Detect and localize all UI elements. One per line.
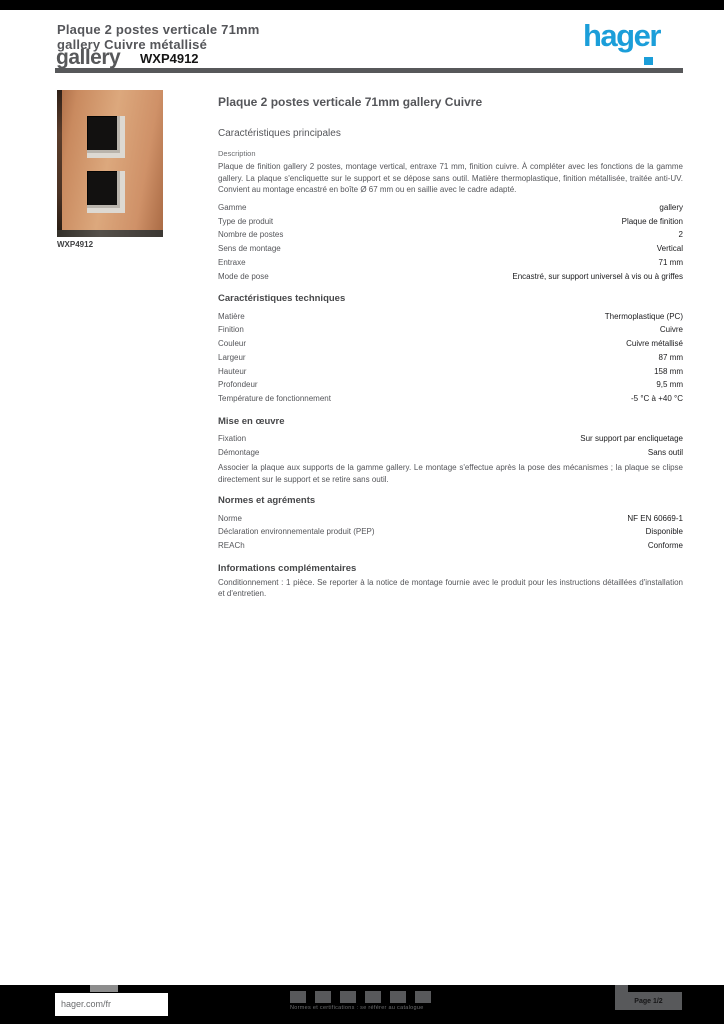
- spec-value: Encastré, sur support universel à vis ou…: [512, 271, 683, 281]
- spec-label: Entraxe: [218, 258, 246, 268]
- spec-row: Fixation Sur support par encliquetage: [218, 432, 683, 446]
- certification-logo: [365, 991, 381, 1003]
- product-image-caption: WXP4912: [57, 240, 94, 249]
- spec-label: Démontage: [218, 447, 260, 457]
- spec-label: Largeur: [218, 352, 246, 362]
- spec-row: Déclaration environnementale produit (PE…: [218, 525, 683, 539]
- spec-value: Sans outil: [647, 447, 683, 457]
- description-label: Description: [218, 149, 256, 158]
- spec-heading: Plaque 2 postes verticale 71mm gallery C…: [218, 95, 483, 109]
- footer-bar: hager.com/fr Normes et certifications : …: [0, 985, 724, 1024]
- spec-row: Démontage Sans outil: [218, 445, 683, 459]
- spec-value: 158 mm: [654, 366, 683, 376]
- spec-label: Norme: [218, 513, 243, 523]
- website-link-box[interactable]: hager.com/fr: [55, 993, 168, 1016]
- spec-value: 2: [678, 230, 683, 240]
- section-heading-installation: Mise en œuvre: [218, 415, 285, 427]
- spec-row: Gamme gallery: [218, 201, 683, 215]
- additional-note: Conditionnement : 1 pièce. Se reporter à…: [218, 577, 683, 599]
- spec-row: REACh Conforme: [218, 539, 683, 553]
- spec-row: Nombre de postes 2: [218, 228, 683, 242]
- certification-logo: [340, 991, 356, 1003]
- spec-label: Finition: [218, 325, 244, 335]
- spec-value: Disponible: [645, 527, 683, 537]
- spec-subheading: Caractéristiques principales: [218, 128, 341, 139]
- hager-logo: hager: [583, 18, 661, 53]
- spec-section-general: Gamme gallery Type de produit Plaque de fi…: [218, 201, 683, 284]
- spec-row: Sens de montage Vertical: [218, 242, 683, 256]
- description-paragraph: Plaque de finition gallery 2 postes, mon…: [218, 162, 683, 194]
- spec-label: Mode de pose: [218, 271, 269, 281]
- spec-label: Couleur: [218, 339, 247, 349]
- spec-value: Plaque de finition: [621, 216, 683, 226]
- spec-label: Type de produit: [218, 216, 274, 226]
- spec-label: Profondeur: [218, 380, 258, 390]
- spec-section-installation: Fixation Sur support par encliquetage Dém…: [218, 432, 683, 460]
- plate-bottom-edge: [57, 230, 163, 237]
- spec-row: Finition Cuivre: [218, 323, 683, 337]
- product-title-line1: Plaque 2 postes verticale 71mm: [57, 22, 260, 37]
- section-heading-technical: Caractéristiques techniques: [218, 293, 346, 305]
- certification-logo: [290, 991, 306, 1003]
- spec-row: Entraxe 71 mm: [218, 256, 683, 270]
- spec-value: Cuivre: [659, 325, 683, 335]
- spec-value: 71 mm: [658, 258, 683, 268]
- certification-logos: [290, 991, 510, 1003]
- page-info-tab: [615, 985, 628, 992]
- spec-value: Thermoplastique (PC): [604, 311, 683, 321]
- spec-row: Norme NF EN 60669-1: [218, 511, 683, 525]
- spec-row: Profondeur 9,5 mm: [218, 378, 683, 392]
- spec-row: Type de produit Plaque de finition: [218, 214, 683, 228]
- spec-label: Déclaration environnementale produit (PE…: [218, 527, 375, 537]
- spec-row: Couleur Cuivre métallisé: [218, 337, 683, 351]
- spec-row: Matière Thermoplastique (PC): [218, 309, 683, 323]
- spec-label: Fixation: [218, 434, 247, 444]
- spec-row: Largeur 87 mm: [218, 351, 683, 365]
- spec-value: 87 mm: [658, 352, 683, 362]
- certification-caption: Normes et certifications : se référer au…: [290, 1005, 424, 1011]
- product-title-line2: gallery Cuivre métallisé: [57, 37, 208, 52]
- certification-logo: [315, 991, 331, 1003]
- spec-value: Vertical: [656, 244, 683, 254]
- section-heading-additional: Informations complémentaires: [218, 562, 357, 574]
- plate-left-edge: [57, 90, 62, 237]
- spec-value: Sur support par encliquetage: [580, 434, 683, 444]
- spec-label: REACh: [218, 541, 245, 551]
- plate-opening-bottom: [87, 171, 125, 213]
- spec-value: -5 °C à +40 °C: [631, 394, 683, 404]
- spec-label: Sens de montage: [218, 244, 281, 254]
- certification-logo: [415, 991, 431, 1003]
- spec-value: NF EN 60669-1: [627, 513, 683, 523]
- header-divider: [55, 68, 683, 73]
- spec-value: gallery: [659, 202, 683, 212]
- footer-site-tab: [90, 985, 118, 992]
- product-reference: WXP4912: [140, 51, 199, 66]
- spec-section-standards: Norme NF EN 60669-1 Déclaration environne…: [218, 511, 683, 552]
- datasheet-page: Plaque 2 postes verticale 71mm gallery C…: [0, 10, 724, 985]
- spec-value: Conforme: [647, 541, 683, 551]
- spec-label: Nombre de postes: [218, 230, 284, 240]
- section-heading-standards: Normes et agréments: [218, 495, 316, 507]
- spec-label: Température de fonctionnement: [218, 394, 331, 404]
- page-info-box: Page 1/2: [615, 992, 682, 1010]
- installation-note: Associer la plaque aux supports de la ga…: [218, 463, 683, 484]
- range-wordmark: gallery: [56, 46, 121, 69]
- plate-opening-top: [87, 116, 125, 158]
- certification-logo: [390, 991, 406, 1003]
- spec-value: 9,5 mm: [656, 380, 683, 390]
- spec-label: Matière: [218, 311, 245, 321]
- spec-value: Cuivre métallisé: [626, 339, 683, 349]
- spec-row: Mode de pose Encastré, sur support univer…: [218, 269, 683, 283]
- spec-label: Gamme: [218, 202, 247, 212]
- spec-label: Hauteur: [218, 366, 247, 376]
- certifications: Normes et certifications : se référer au…: [290, 991, 510, 1011]
- spec-row: Température de fonctionnement -5 °C à +40…: [218, 392, 683, 406]
- spec-row: Hauteur 158 mm: [218, 364, 683, 378]
- website-link[interactable]: hager.com/fr: [61, 999, 112, 1009]
- product-photo: [57, 90, 163, 237]
- hager-logo-accent-square: [644, 57, 653, 65]
- spec-column: Plaque 2 postes verticale 71mm gallery C…: [218, 88, 683, 600]
